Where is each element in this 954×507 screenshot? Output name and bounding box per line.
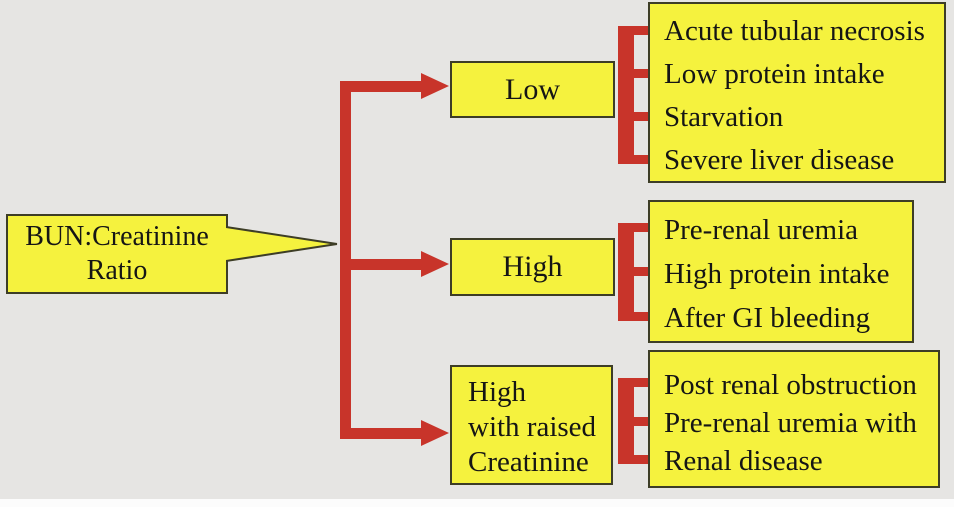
trunk-line — [340, 81, 351, 439]
bracket-tick — [630, 455, 652, 464]
branch-node-low: Low — [450, 61, 615, 118]
condition-item: High protein intake — [664, 258, 890, 290]
branch-high-label: High — [502, 250, 563, 283]
bracket-connector-low — [618, 26, 634, 164]
bracket-tick — [630, 155, 652, 164]
bracket-tick — [630, 223, 652, 232]
condition-item: After GI bleeding — [664, 302, 871, 334]
bracket-connector-high-raised — [618, 378, 634, 464]
root-label-line-2: Ratio — [86, 255, 148, 286]
callout-tail — [226, 226, 338, 262]
arrowhead-low — [421, 73, 449, 99]
branch-node-high-with-raised-creatinine: High with raised Creatinine — [450, 365, 613, 485]
arrow-shaft-high-raised — [351, 428, 422, 439]
bracket-tick — [630, 26, 652, 35]
arrowhead-high-raised — [421, 420, 449, 446]
root-label-line-1: BUN:Creatinine — [25, 221, 209, 252]
condition-item: Renal disease — [664, 445, 823, 477]
condition-item: Acute tubular necrosis — [664, 15, 925, 47]
bracket-tick — [630, 69, 652, 78]
bracket-tick — [630, 267, 652, 276]
condition-item: Pre-renal uremia — [664, 214, 859, 246]
arrow-shaft-low — [340, 81, 422, 92]
arrowhead-high — [421, 251, 449, 277]
bracket-connector-high — [618, 223, 634, 321]
root-node-bun-creatinine-ratio: BUN:Creatinine Ratio — [6, 214, 228, 294]
bottom-white-strip — [0, 499, 954, 507]
branch-low-label: Low — [505, 72, 560, 106]
condition-item: Pre-renal uremia with — [664, 407, 917, 439]
branch-high-raised-label-line-2: with raised — [468, 411, 597, 443]
branch-node-high: High — [450, 238, 615, 296]
bracket-tick — [630, 378, 652, 387]
condition-item: Severe liver disease — [664, 144, 895, 176]
condition-item: Post renal obstruction — [664, 369, 917, 401]
condition-item: Low protein intake — [664, 58, 885, 90]
branch-high-raised-label-line-3: Creatinine — [468, 446, 589, 478]
bracket-tick — [630, 417, 652, 426]
bracket-tick — [630, 112, 652, 121]
conditions-box-high-raised: Post renal obstruction Pre-renal uremia … — [648, 350, 940, 488]
bracket-tick — [630, 312, 652, 321]
conditions-box-high: Pre-renal uremia High protein intake Aft… — [648, 200, 914, 343]
condition-item: Starvation — [664, 101, 784, 133]
conditions-box-low: Acute tubular necrosis Low protein intak… — [648, 2, 946, 183]
branch-high-raised-label-line-1: High — [468, 376, 526, 408]
arrow-shaft-high — [351, 259, 422, 270]
